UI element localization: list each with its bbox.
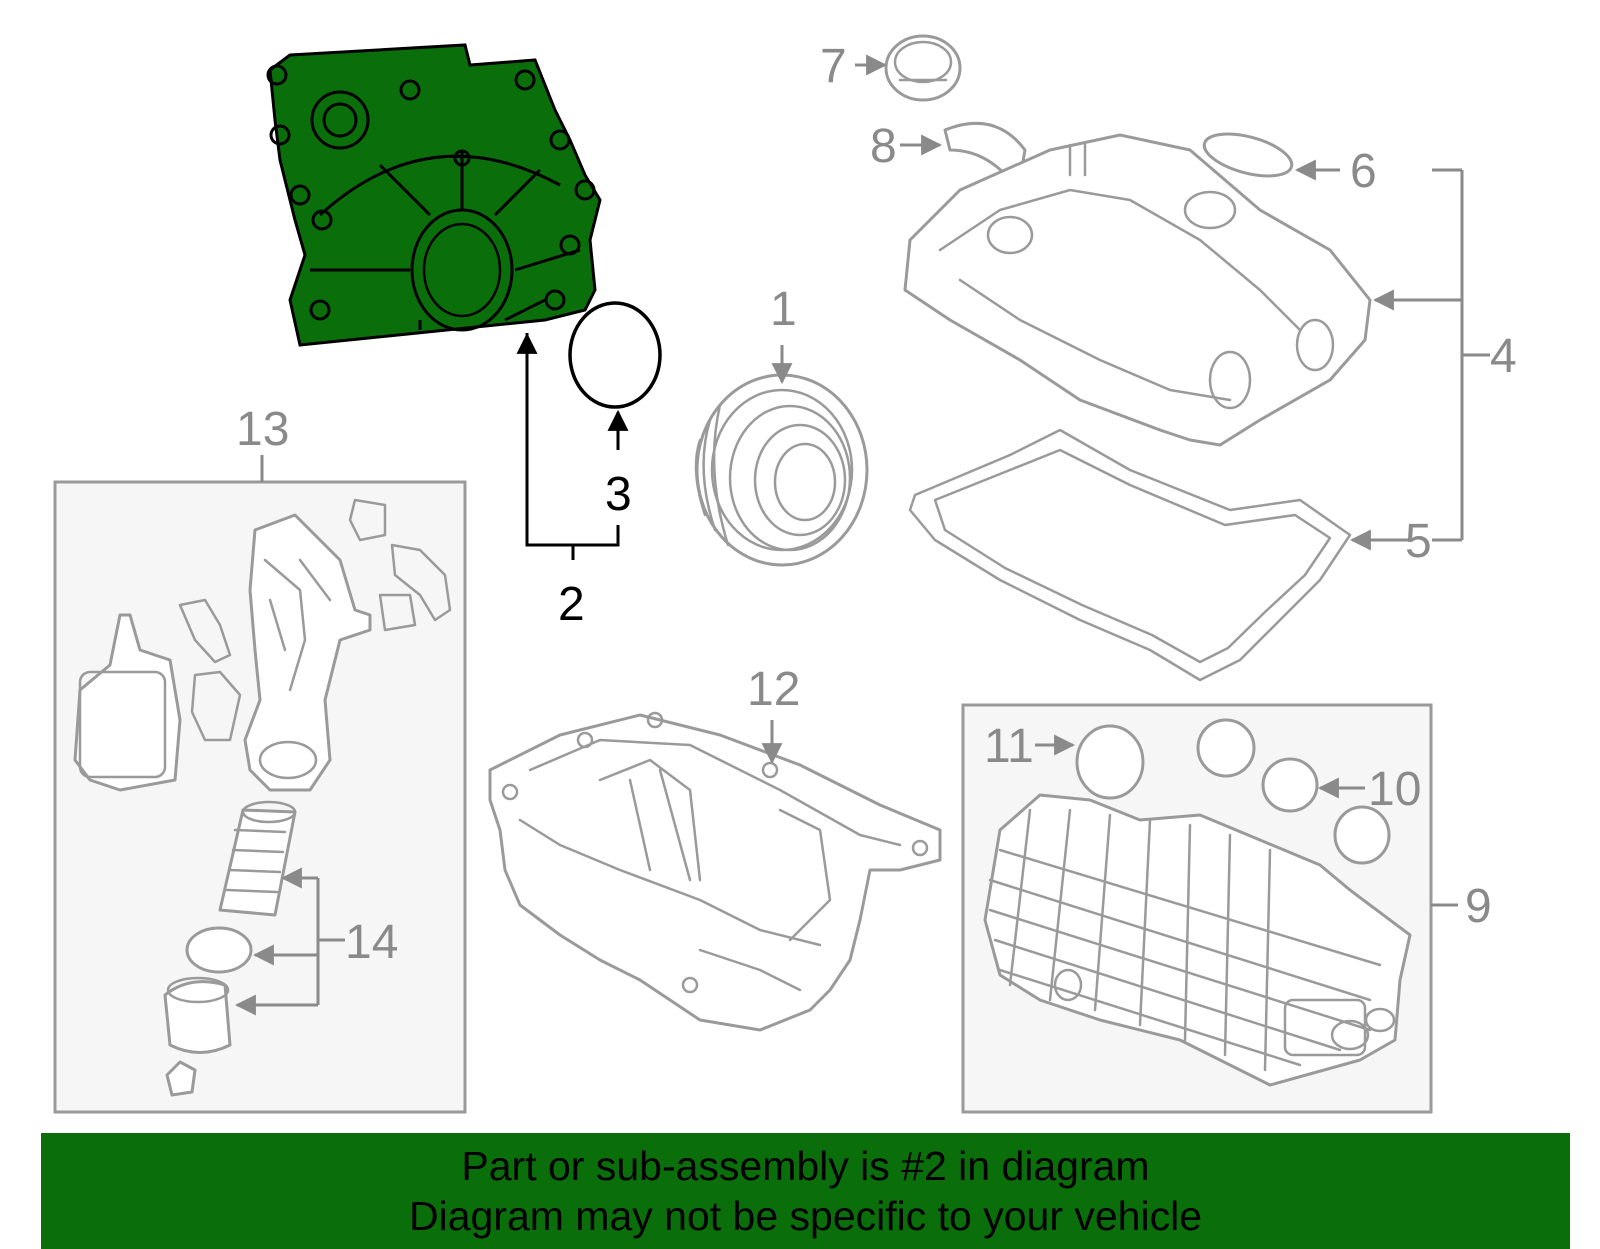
callout-5: 5 xyxy=(1405,515,1432,568)
timing-cover-highlighted[interactable] xyxy=(266,43,602,347)
callout-9: 9 xyxy=(1465,880,1492,933)
leader-4-bracket xyxy=(1375,168,1490,540)
intake-gasket-b[interactable] xyxy=(1333,805,1391,865)
oil-pan[interactable] xyxy=(488,711,942,1032)
oil-filter-cap[interactable] xyxy=(163,976,232,1097)
gasket-part-6[interactable] xyxy=(1200,126,1296,184)
callout-6: 6 xyxy=(1350,145,1377,198)
callout-2: 2 xyxy=(558,578,585,631)
callout-7: 7 xyxy=(820,40,847,93)
intake-gasket-11[interactable] xyxy=(1075,724,1145,800)
callout-3: 3 xyxy=(605,468,632,521)
valve-cover[interactable] xyxy=(903,133,1372,447)
banner-line-1: Part or sub-assembly is #2 in diagram xyxy=(461,1143,1150,1189)
filter-o-ring[interactable] xyxy=(185,926,253,974)
valve-cover-gasket[interactable] xyxy=(908,428,1352,682)
oil-cooler[interactable] xyxy=(73,613,182,792)
intake-manifold[interactable] xyxy=(983,793,1412,1087)
callout-10: 10 xyxy=(1368,763,1421,816)
callout-14: 14 xyxy=(345,916,398,969)
info-banner: Part or sub-assembly is #2 in diagram Di… xyxy=(41,1133,1570,1249)
callout-13: 13 xyxy=(236,403,289,456)
intake-gasket-10[interactable] xyxy=(1261,757,1319,813)
callout-1: 1 xyxy=(770,283,797,336)
valve-cover-gasket-inner xyxy=(933,448,1332,664)
callout-4: 4 xyxy=(1490,330,1517,383)
oil-filler-cap[interactable] xyxy=(884,34,962,102)
o-ring-part-3[interactable] xyxy=(568,301,662,409)
callout-8: 8 xyxy=(870,120,897,173)
housing-gaskets[interactable] xyxy=(178,498,452,742)
intake-gasket-a[interactable] xyxy=(1196,718,1256,778)
oil-filter-element[interactable] xyxy=(218,800,297,917)
banner-line-2: Diagram may not be specific to your vehi… xyxy=(408,1193,1202,1239)
crank-pulley[interactable] xyxy=(694,373,869,567)
callout-12: 12 xyxy=(747,663,800,716)
callout-11: 11 xyxy=(984,720,1034,773)
oil-filter-housing[interactable] xyxy=(243,513,372,792)
leader-14-bracket xyxy=(316,878,345,1005)
